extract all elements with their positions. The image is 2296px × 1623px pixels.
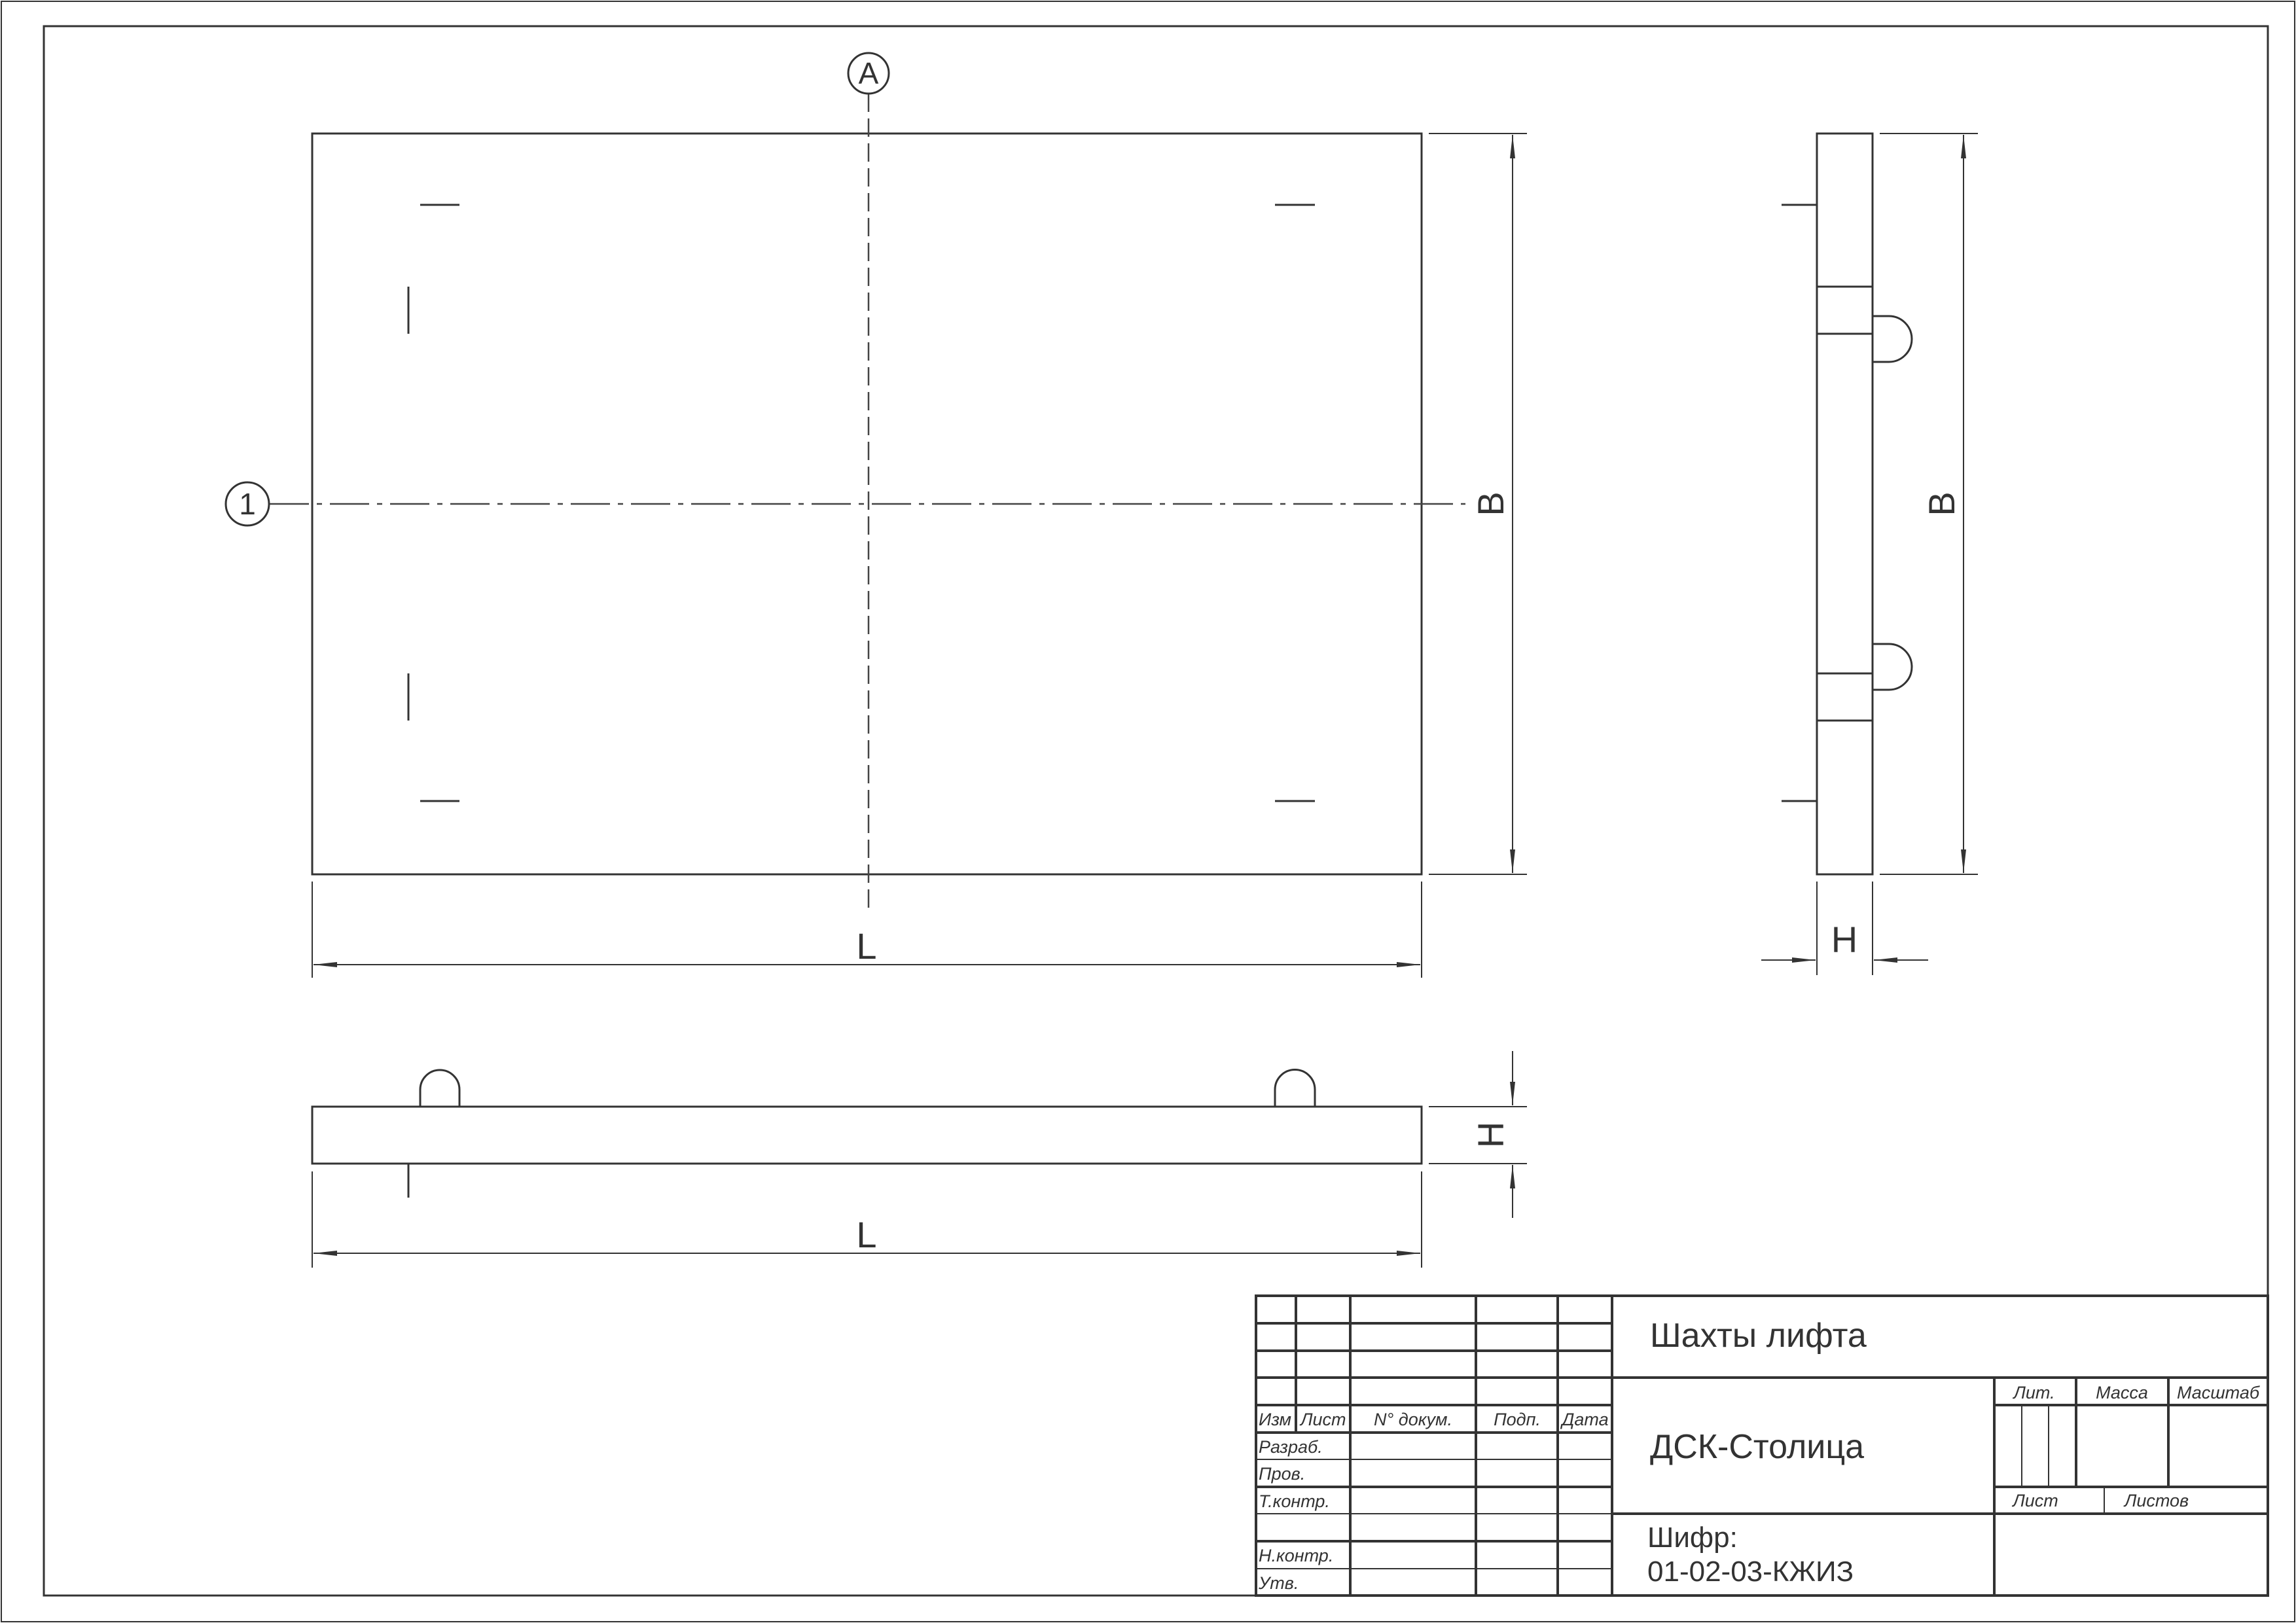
role-developer: Разраб.	[1259, 1437, 1323, 1457]
sheets-label: Листов	[2123, 1491, 2189, 1510]
plan-view: A 1 B L	[224, 52, 1527, 978]
lifting-loop	[1873, 315, 1913, 363]
frame-border	[43, 25, 2269, 1597]
dim-b-side-label: B	[1921, 491, 1962, 516]
axis-1-bubble	[224, 481, 270, 527]
slab-edge-outline	[1816, 132, 1874, 876]
header-sign: Подп.	[1494, 1410, 1541, 1429]
axis-a-label: A	[859, 56, 879, 90]
lit-label: Лит.	[2012, 1383, 2054, 1402]
axis-1-label: 1	[239, 487, 256, 521]
dim-h-side-label: H	[1831, 919, 1857, 960]
header-doc: N° докум.	[1374, 1410, 1452, 1429]
drawing-code: 01-02-03-КЖИЗ	[1647, 1556, 1854, 1588]
embed-marks	[407, 204, 1315, 802]
dim-b-plan: B	[1429, 133, 1527, 875]
role-tech-control: Т.контр.	[1259, 1491, 1330, 1511]
code-label: Шифр:	[1647, 1522, 1738, 1554]
lifting-loop	[1274, 1069, 1316, 1107]
dim-h-elev: H	[1429, 1051, 1527, 1218]
dim-l-elev-label: L	[856, 1214, 876, 1255]
dim-l-plan: L	[312, 882, 1422, 978]
role-checker: Пров.	[1259, 1464, 1305, 1484]
side-view: B H	[1761, 132, 1978, 975]
mass-label: Масса	[2096, 1383, 2148, 1402]
dim-b-side: B	[1880, 133, 1978, 875]
lifting-loop	[1873, 643, 1913, 691]
role-approved: Утв.	[1258, 1573, 1299, 1593]
dim-b-label: B	[1470, 491, 1511, 516]
scale-label: Масштаб	[2177, 1383, 2260, 1402]
organization: ДСК-Столица	[1650, 1428, 1864, 1466]
slab-elevation-outline	[311, 1105, 1423, 1165]
dim-h-elev-label: H	[1470, 1122, 1511, 1148]
dim-l-elev: L	[312, 1171, 1422, 1268]
dim-h-side: H	[1761, 882, 1928, 975]
role-norm-control: Н.контр.	[1259, 1546, 1333, 1565]
header-date: Дата	[1560, 1410, 1608, 1429]
header-list: Лист	[1299, 1410, 1346, 1429]
drawing-title: Шахты лифта	[1650, 1317, 1867, 1355]
dim-l-label: L	[856, 925, 876, 967]
elevation-view: H L	[311, 1051, 1527, 1268]
sheet-label: Лист	[2011, 1491, 2058, 1510]
axis-a-bubble	[847, 52, 890, 95]
title-block: Изм Лист N° докум. Подп. Дата Разраб. Пр…	[1255, 1294, 2269, 1597]
lifting-loop	[419, 1069, 461, 1107]
header-izm: Изм	[1259, 1410, 1291, 1429]
